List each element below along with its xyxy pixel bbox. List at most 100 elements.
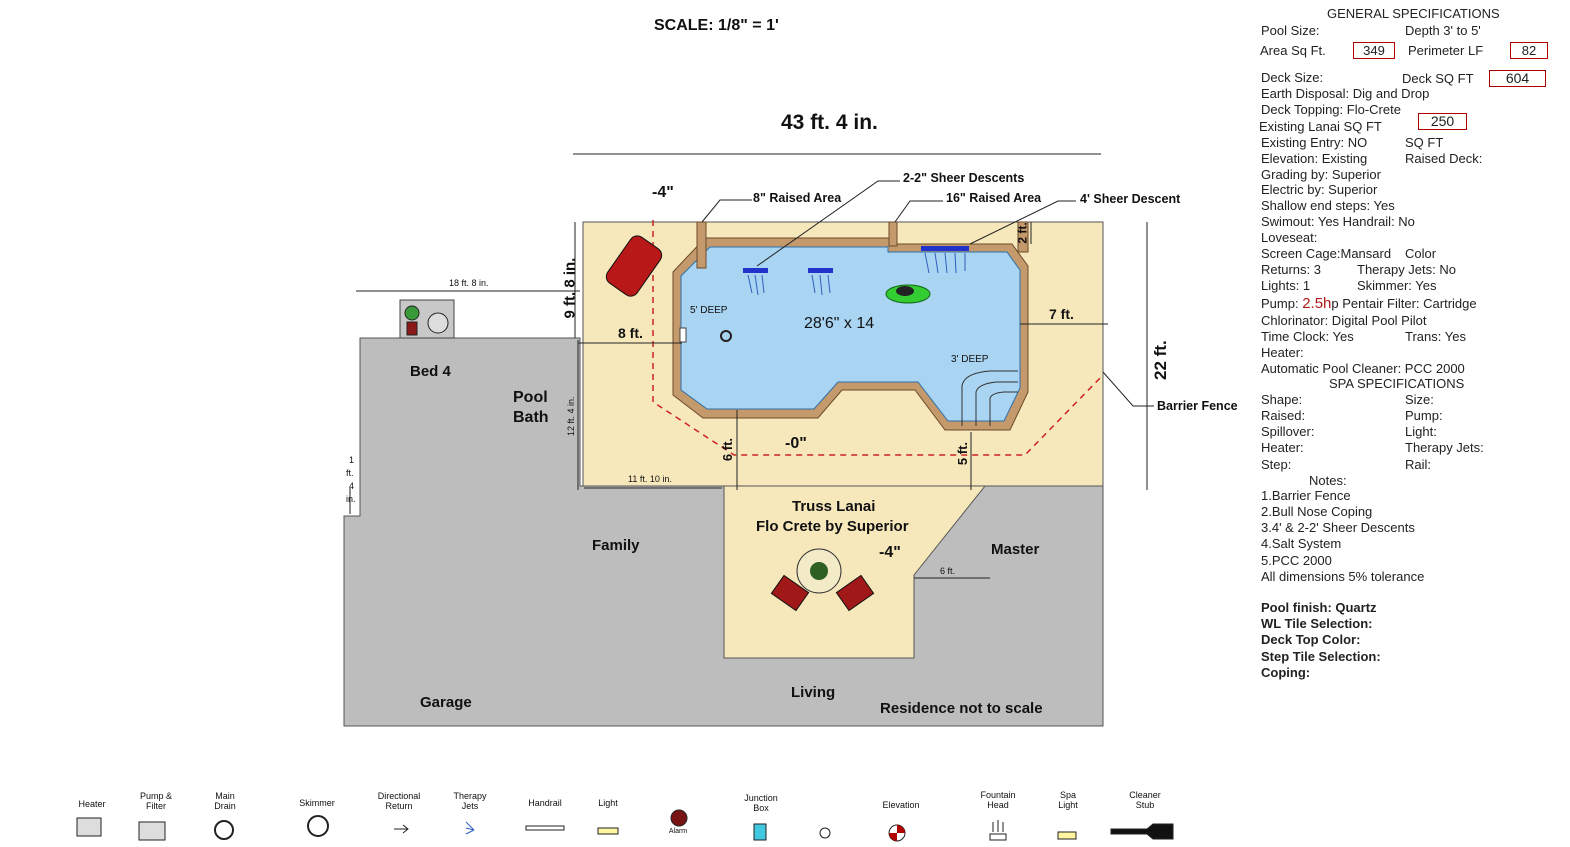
legend-fountain-label-2: Head: [987, 800, 1009, 810]
handrail-icon: [525, 825, 565, 831]
sheer-descents-2ft-label: 2-2" Sheer Descents: [903, 171, 1025, 185]
top-right-dimension: 2 ft.: [1015, 222, 1030, 244]
equipment-heater: [406, 321, 418, 336]
note-6: All dimensions 5% tolerance: [1261, 569, 1425, 584]
spec-pump-label: Pump:: [1261, 296, 1303, 311]
pool-water: [680, 246, 1021, 422]
heater-icon: [76, 817, 102, 837]
raised-wall-left: [696, 221, 707, 269]
equip-width-dimension: 18 ft. 8 in.: [449, 278, 489, 288]
elevation-quadrant-icon: [889, 825, 905, 841]
spec-topping: Deck Topping: Flo-Crete: [1261, 102, 1401, 117]
pool-size-label: 28'6" x 14: [804, 315, 875, 332]
bottom-right-dimension: 5 ft.: [955, 441, 971, 466]
legend-jets-label-1: Therapy: [453, 791, 487, 801]
spec-perimeter-value: 82: [1510, 42, 1548, 59]
small-left-dimension-3: 4: [349, 481, 355, 491]
pool-steps: [961, 370, 1018, 426]
spec-elevation: Elevation: Existing: [1261, 151, 1368, 166]
lanai-title: Truss Lanai: [792, 498, 876, 515]
junction-box-icon: [753, 823, 767, 841]
raised-area-16in-label: 16" Raised Area: [946, 191, 1042, 205]
spa-spillover: Spillover:: [1261, 424, 1315, 439]
left-height-dimension: 9 ft. 8 in.: [561, 257, 579, 319]
spec-perimeter-label: Perimeter LF: [1408, 43, 1484, 58]
small-left-dimension-1: 1: [349, 455, 355, 465]
left-deck-dimension: 8 ft.: [618, 325, 643, 341]
legend-light: Light: [578, 798, 638, 808]
spec-deck-sqft-label: Deck SQ FT: [1402, 71, 1474, 86]
equipment-pump: [404, 305, 420, 321]
lower-deck-dimension: 11 ft. 10 in.: [628, 474, 672, 484]
room-bed4: Bed 4: [410, 363, 451, 380]
spec-deck-color: Deck Top Color:: [1261, 632, 1361, 647]
spa-heater: Heater:: [1261, 440, 1304, 455]
alarm-icon: [670, 809, 688, 827]
spec-timeclock: Time Clock: Yes: [1261, 329, 1354, 344]
legend-junction-label-2: Box: [753, 803, 769, 813]
dimension-lines: [349, 153, 1148, 579]
spec-lights: Lights: 1: [1261, 278, 1311, 293]
note-2: 2.Bull Nose Coping: [1261, 504, 1373, 519]
lanai-subtitle: Flo Crete by Superior: [756, 518, 909, 535]
legend-cleaner-label-1: Cleaner: [1129, 790, 1161, 800]
note-3: 3.4' & 2-2' Sheer Descents: [1261, 520, 1415, 535]
spec-lanai-label: Existing Lanai SQ FT: [1259, 119, 1382, 134]
spa-raised: Raised:: [1261, 408, 1306, 423]
legend-elevation-label: Elevation: [882, 800, 920, 810]
legend-jets-label-2: Jets: [461, 801, 479, 811]
legend-fountain-label-1: Fountain: [980, 790, 1016, 800]
spec-entry: Existing Entry: NO: [1261, 135, 1368, 150]
sheer-descent-4ft-label: 4' Sheer Descent: [1080, 192, 1181, 206]
legend-alarm-label: Alarm: [668, 828, 688, 835]
spa-therapy: Therapy Jets:: [1405, 440, 1484, 455]
junction-marker-icon: [819, 827, 831, 839]
deep-end-label: 5' DEEP: [690, 305, 728, 316]
directional-return-icon: [394, 824, 409, 834]
therapy-jets-icon: [465, 821, 475, 835]
spec-title: GENERAL SPECIFICATIONS: [1327, 6, 1500, 21]
water-spray: [747, 252, 966, 296]
legend-cleaner-label-2: Stub: [1135, 800, 1155, 810]
barrier-fence-label: Barrier Fence: [1157, 399, 1238, 413]
spec-heater: Heater:: [1261, 345, 1304, 360]
room-living: Living: [791, 684, 836, 701]
legend-spalight-label-1: Spa: [1059, 790, 1076, 800]
legend-alarm: Alarm: [648, 827, 708, 837]
spec-pump-filter: p Pentair Filter: Cartridge: [1331, 296, 1477, 311]
spa-size: Size:: [1405, 392, 1434, 407]
spec-screen: Screen Cage:Mansard: [1261, 246, 1392, 261]
legend-heater: Heater: [62, 799, 122, 809]
truss-lanai: [723, 485, 987, 659]
room-family: Family: [592, 537, 640, 554]
raised-wall-corner: [1017, 221, 1029, 253]
barrier-fence: [652, 220, 1104, 456]
leader-lines: [701, 180, 1154, 407]
spec-coping: Coping:: [1261, 665, 1311, 680]
top-width-dimension: 43 ft. 4 in.: [781, 111, 878, 134]
spec-pool-size: Pool Size:: [1261, 23, 1320, 38]
raised-area-8in-label: 8" Raised Area: [753, 191, 842, 205]
spa-pump: Pump:: [1405, 408, 1443, 423]
legend-drain-label-1: Main: [215, 791, 235, 801]
lanai-chair-right: [835, 574, 875, 612]
spec-earth: Earth Disposal: Dig and Drop: [1261, 86, 1430, 101]
left-side-dimension: 12 ft. 4 in.: [566, 396, 576, 436]
legend-skimmer: Skimmer: [287, 798, 347, 808]
raised-wall-right: [888, 221, 898, 247]
fountain-head-icon: [989, 820, 1007, 841]
spec-grading: Grading by: Superior: [1261, 167, 1381, 182]
small-left-dimension-2: ft.: [346, 468, 354, 478]
spec-cleaner: Automatic Pool Cleaner: PCC 2000: [1261, 361, 1465, 376]
legend-handrail-label: Handrail: [528, 798, 562, 808]
lanai-chair-left: [770, 574, 810, 612]
spec-chlorinator: Chlorinator: Digital Pool Pilot: [1261, 313, 1427, 328]
spec-entry-sqft: SQ FT: [1405, 135, 1444, 150]
spec-color: Color: [1405, 246, 1437, 261]
